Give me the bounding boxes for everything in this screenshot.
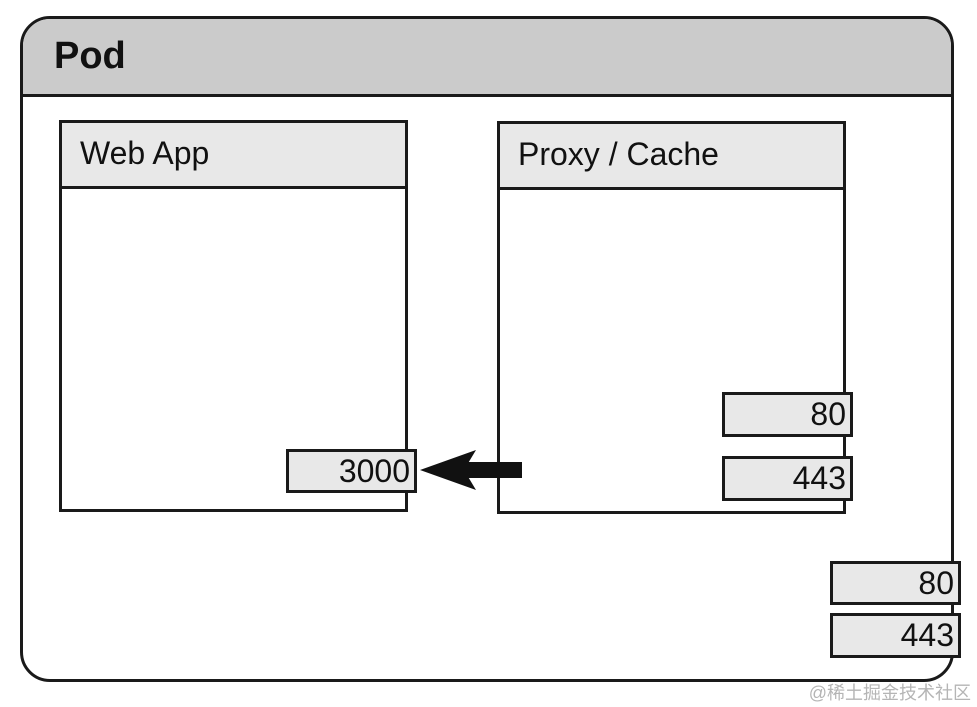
pod-header: Pod (23, 19, 951, 97)
web-app-header: Web App (62, 123, 405, 189)
pod-title: Pod (54, 35, 126, 77)
web-app-title: Web App (80, 135, 210, 171)
web-app-port-3000: 3000 (286, 449, 417, 493)
proxy-cache-title: Proxy / Cache (518, 136, 719, 172)
proxy-cache-header: Proxy / Cache (500, 124, 843, 190)
web-app-container: Web App (59, 120, 408, 512)
pod-port-443: 443 (830, 613, 961, 658)
arrow-left-icon (420, 450, 522, 490)
proxy-port-80: 80 (722, 392, 853, 437)
proxy-cache-container: Proxy / Cache (497, 121, 846, 514)
proxy-port-443: 443 (722, 456, 853, 501)
pod-port-80: 80 (830, 561, 961, 605)
watermark: @稀土掘金技术社区 (808, 683, 971, 703)
